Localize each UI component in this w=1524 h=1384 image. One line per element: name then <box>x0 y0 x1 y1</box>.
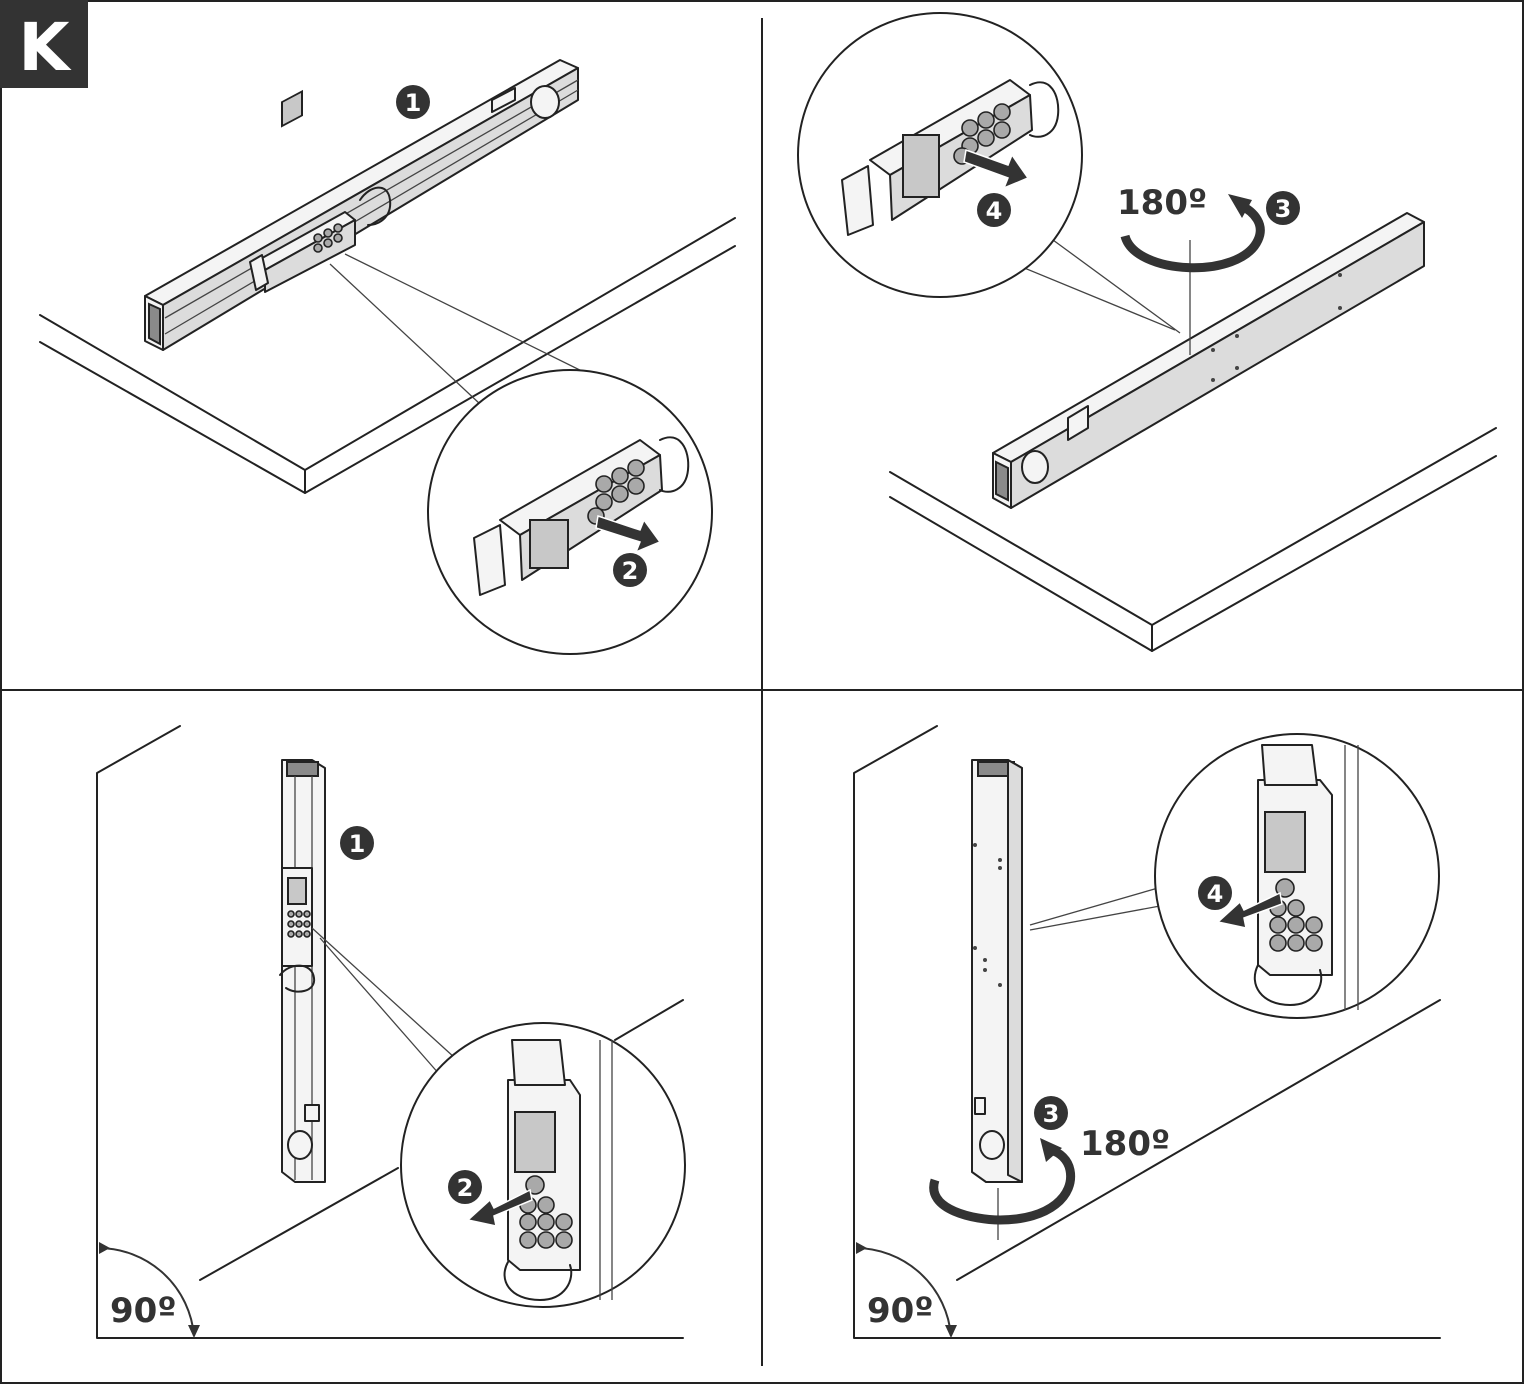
panel-bottom-left: 90º <box>96 725 686 1339</box>
svg-text:4: 4 <box>1207 880 1224 908</box>
right-angle-label-left: 90º <box>110 1291 177 1331</box>
wall-floor-bottom-right <box>853 725 1441 1339</box>
keypad-zoom-bottom-left <box>519 1175 573 1249</box>
zoom-circle-top-right <box>797 12 1083 298</box>
press-arrow-icon <box>466 1188 533 1227</box>
rotation-arrow-bottom-right <box>929 1138 1076 1225</box>
right-angle-label-right: 90º <box>867 1291 934 1331</box>
rotation-arrow-top-right <box>1120 194 1265 273</box>
level-vertical-right <box>971 759 1023 1183</box>
panel-top-left: 1 2 <box>39 59 736 655</box>
step-badge-1-bottom-left: 1 <box>340 826 374 860</box>
step-badge-3-top-right: 3 <box>1266 191 1300 225</box>
keypad-zoom-top-right <box>953 103 1011 165</box>
step-badge-2-top-left: 2 <box>613 553 647 587</box>
level-horizontal <box>144 59 579 351</box>
angle-90-bottom-left: 90º <box>98 1242 200 1338</box>
step-badge-3-bottom-right: 3 <box>1034 1096 1068 1130</box>
panel-bottom-right: 90º 3 180º <box>853 725 1441 1339</box>
step-badge-2-bottom-left: 2 <box>448 1170 482 1204</box>
table-top-left <box>39 217 736 494</box>
level-vertical-left <box>279 759 326 1183</box>
table-top-right <box>889 427 1497 652</box>
panel-top-right: 180º 3 4 <box>797 12 1497 652</box>
step-badge-4-bottom-right: 4 <box>1198 876 1232 910</box>
display-unit-left-small <box>249 89 392 293</box>
svg-text:3: 3 <box>1275 195 1292 223</box>
zoom-circle-top-left <box>427 369 713 655</box>
press-arrow-icon <box>595 515 662 554</box>
keypad-small <box>313 223 343 253</box>
press-arrow-icon <box>1216 891 1283 929</box>
keypad-vertical-left <box>287 910 311 938</box>
svg-text:1: 1 <box>405 89 422 117</box>
svg-text:2: 2 <box>622 557 639 585</box>
angle-90-bottom-right: 90º <box>855 1242 957 1338</box>
figure-letter: K <box>18 9 72 86</box>
svg-text:2: 2 <box>457 1174 474 1202</box>
rotation-angle-label-bottom: 180º <box>1080 1124 1170 1164</box>
figure-letter-badge: K <box>0 0 88 88</box>
press-arrow-icon <box>963 148 1030 190</box>
level-flipped <box>992 212 1425 509</box>
svg-text:3: 3 <box>1043 1100 1060 1128</box>
wall-floor-bottom-left <box>96 725 684 1339</box>
svg-text:4: 4 <box>986 197 1003 225</box>
keypad-zoom-top-left <box>587 459 645 525</box>
step-badge-1-top-left: 1 <box>396 85 430 119</box>
svg-text:1: 1 <box>349 830 366 858</box>
zoom-circle-bottom-left <box>400 1022 686 1308</box>
zoom-circle-bottom-right <box>1154 733 1440 1019</box>
rotation-angle-label-top: 180º <box>1117 183 1207 223</box>
step-badge-4-top-right: 4 <box>977 193 1011 227</box>
